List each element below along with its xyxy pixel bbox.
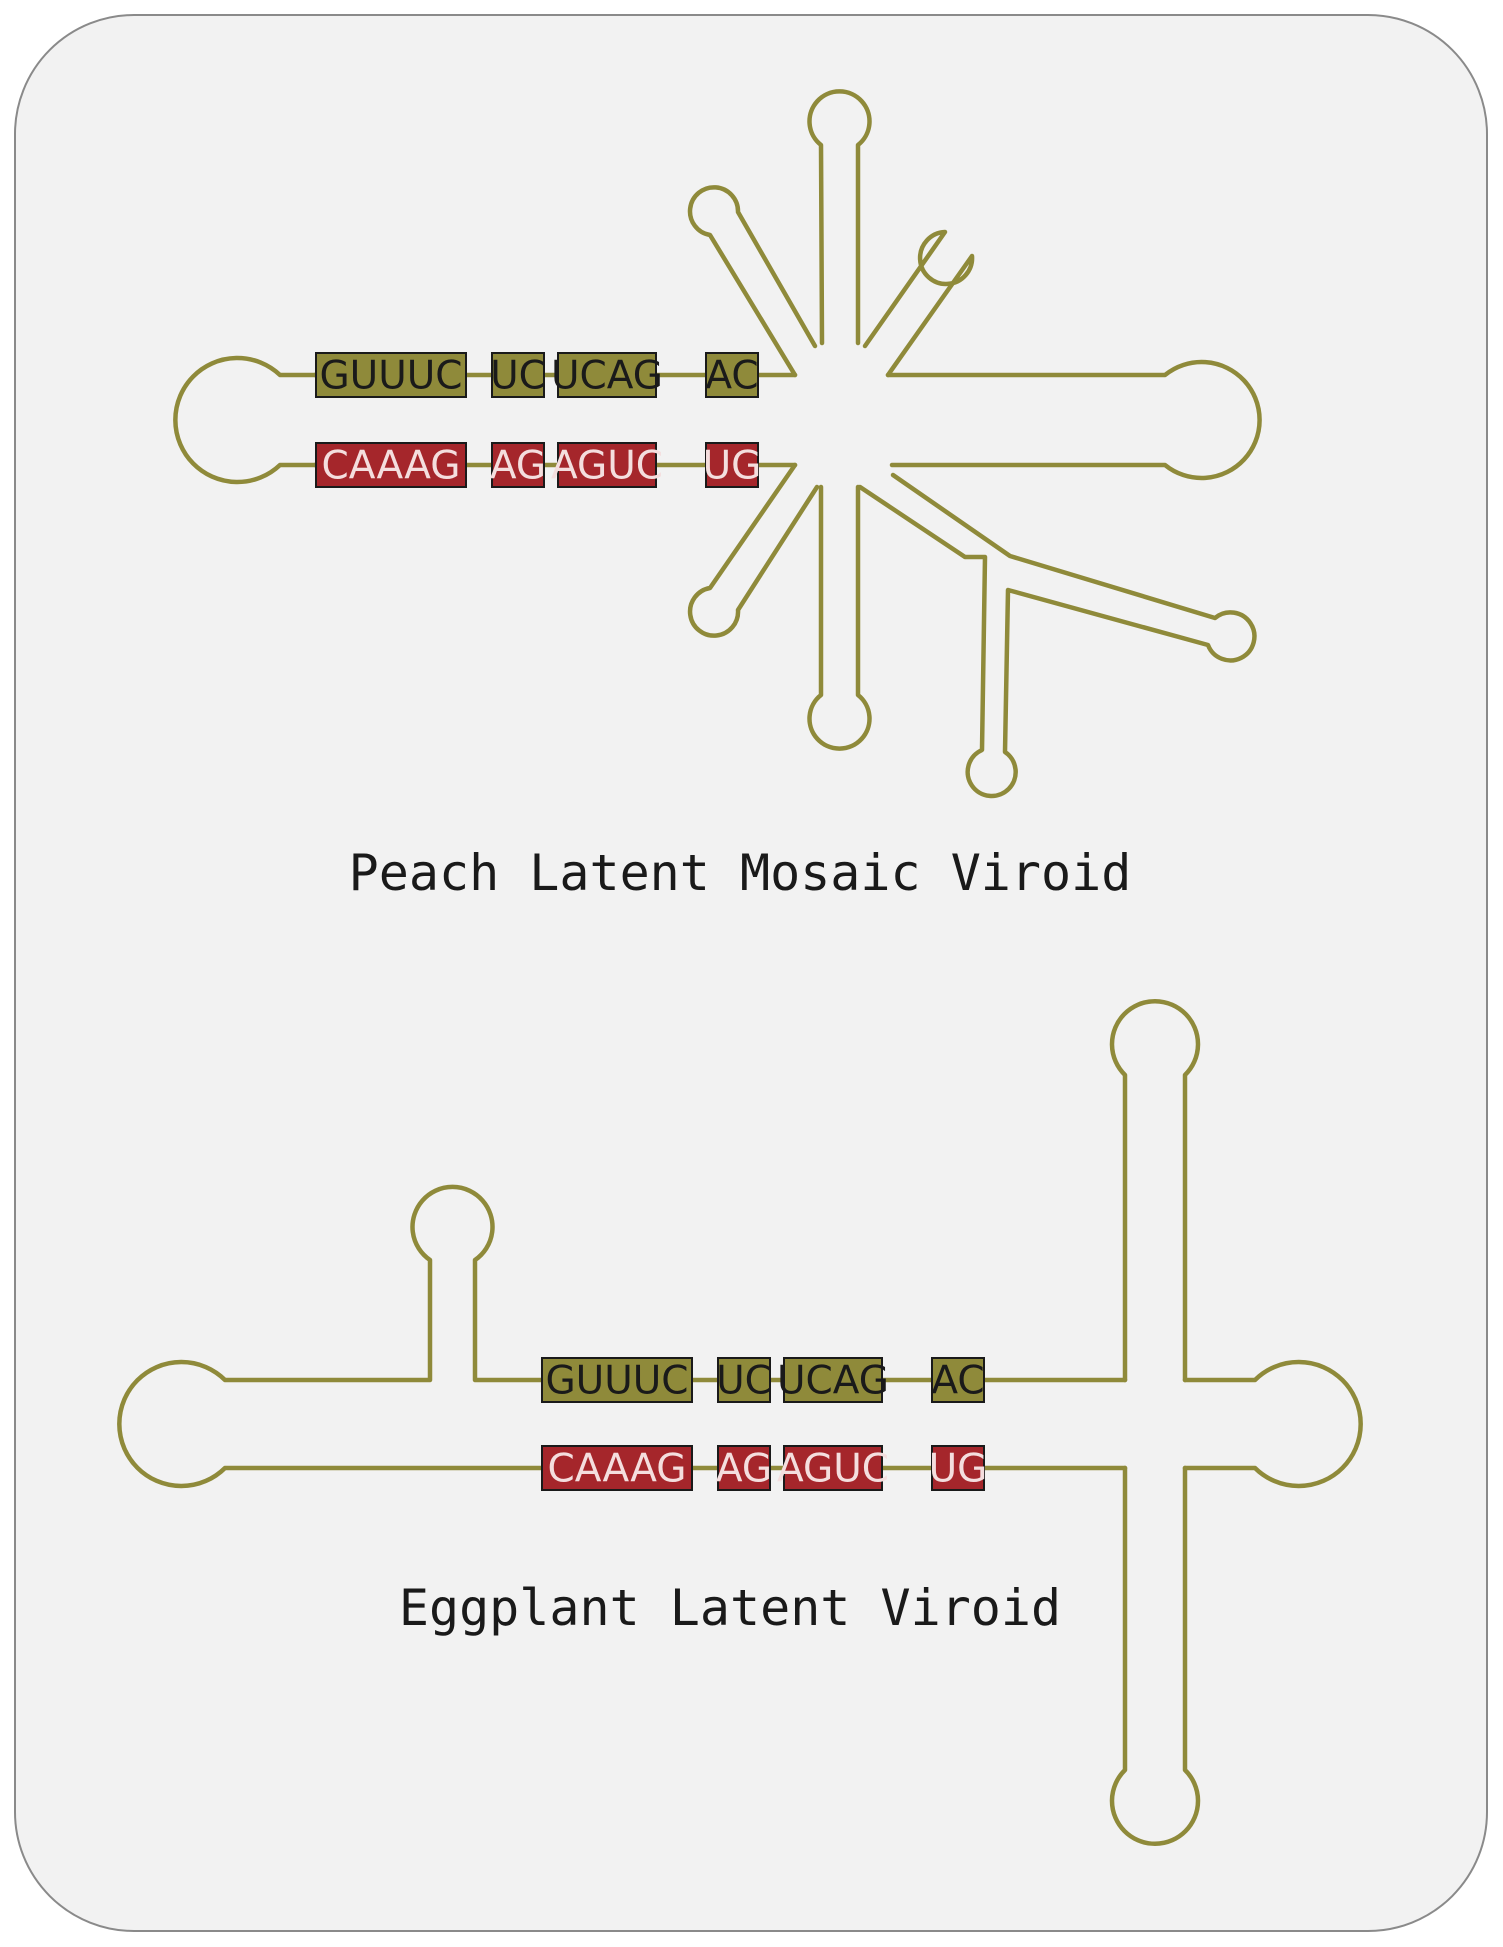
plmvd-bottom-label-1: CAAAG	[322, 444, 461, 489]
plmvd-bottom-label-2: AG	[490, 444, 546, 489]
elvd-right-hairpin	[1185, 1362, 1361, 1486]
plmvd-right-hairpin	[888, 362, 1260, 478]
elvd-stem-bottom	[1112, 1468, 1198, 1844]
elvd-title: Eggplant Latent Viroid	[399, 1579, 1061, 1637]
elvd-top-label-2: UC	[716, 1359, 772, 1404]
plmvd-bottom-label-4: UG	[703, 444, 762, 489]
elvd-bottom-label-1: CAAAG	[548, 1447, 687, 1492]
elvd-top-label-1: GUUUC	[545, 1359, 688, 1404]
elvd-top-label-4: AC	[931, 1359, 984, 1404]
plmvd-stem-top	[810, 91, 870, 343]
plmvd-left-hairpin-loop	[175, 358, 315, 482]
plmvd-top-label-1: GUUUC	[319, 354, 462, 399]
plmvd-bottom-label-3: AGUC	[551, 444, 663, 489]
elvd-top-label-3: UCAG	[777, 1359, 889, 1404]
plmvd-top-label-4: AC	[705, 354, 758, 399]
plmvd-stem-lower-left	[690, 465, 817, 636]
plmvd-top-label-2: UC	[490, 354, 546, 399]
plmvd-title: Peach Latent Mosaic Viroid	[349, 844, 1132, 902]
plmvd-top-label-3: UCAG	[551, 354, 663, 399]
elvd-left-hairpin-and-small-loop	[119, 1187, 1125, 1486]
elvd-stem-top	[1112, 1001, 1198, 1380]
elvd-bottom-label-4: UG	[929, 1447, 988, 1492]
plmvd-stem-bottom	[810, 487, 870, 749]
elvd-bottom-label-3: AGUC	[777, 1447, 889, 1492]
plmvd-stem-upper-right	[865, 232, 972, 375]
elvd-bottom-label-2: AG	[716, 1447, 772, 1492]
plmvd-stem-lower-right	[860, 475, 1254, 796]
plmvd-stem-upper-left	[690, 187, 815, 375]
